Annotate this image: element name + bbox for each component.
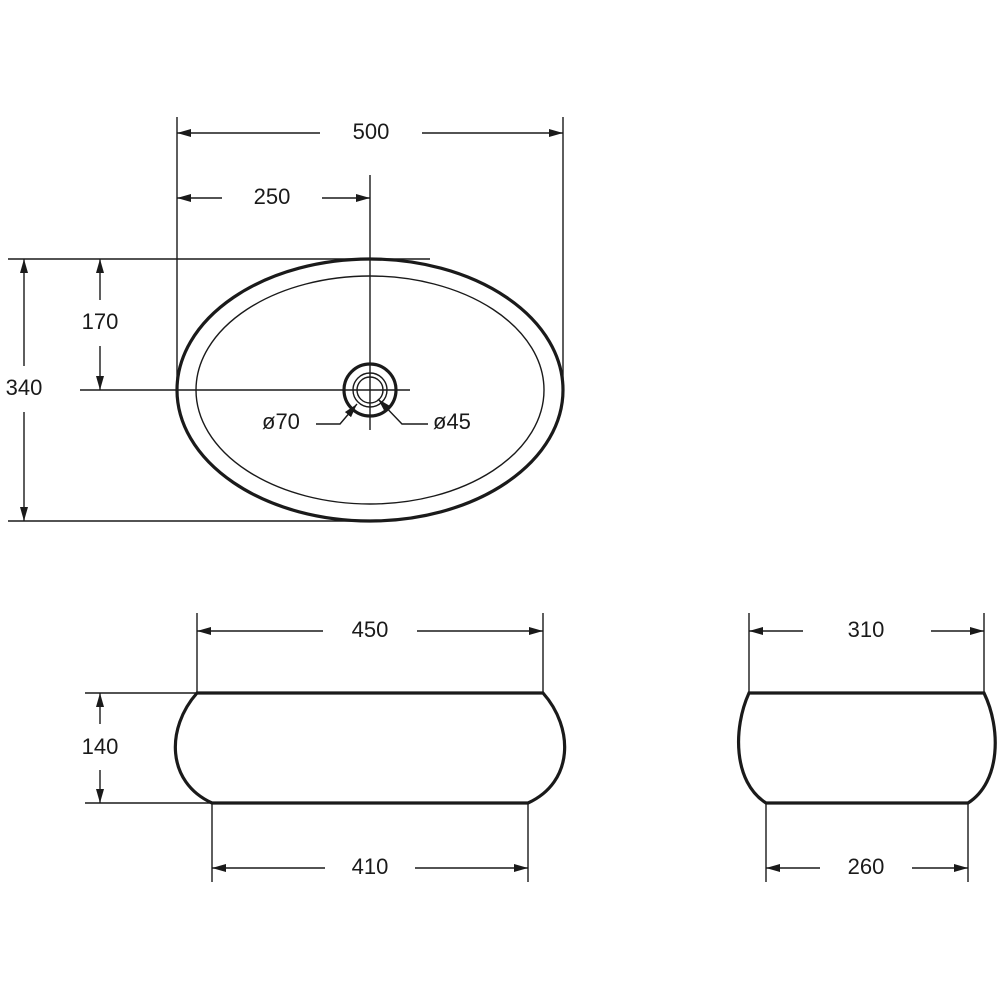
dimension-label-450: 450 [352,617,389,642]
dimension-250: 250 [177,184,370,209]
leader-diameter-70: ø70 [262,403,358,434]
dimension-label-260: 260 [848,854,885,879]
dimension-label-170: 170 [82,309,119,334]
top-view: 500 250 170 340 ø70 ø45 [6,117,565,523]
dimension-label-340: 340 [6,375,43,400]
dimension-label-diameter-45: ø45 [433,409,471,434]
dimension-170: 170 [82,259,119,390]
dimension-label-250: 250 [254,184,291,209]
dimension-label-diameter-70: ø70 [262,409,300,434]
dimension-450: 450 [197,617,543,642]
basin-side-profile [736,691,997,805]
dimension-label-410: 410 [352,854,389,879]
side-view: 310 260 [736,613,997,882]
dimension-140: 140 [82,693,119,803]
front-view: 450 140 410 [82,613,567,882]
dimension-label-140: 140 [82,734,119,759]
dimension-260: 260 [766,854,968,879]
dimension-label-310: 310 [848,617,885,642]
dimension-310: 310 [749,617,984,642]
dimension-label-500: 500 [353,119,390,144]
dimension-340: 340 [6,259,43,521]
basin-front-profile [173,691,567,805]
leader-diameter-45: ø45 [377,398,471,434]
dimension-410: 410 [212,854,528,879]
dimension-500: 500 [177,119,563,144]
